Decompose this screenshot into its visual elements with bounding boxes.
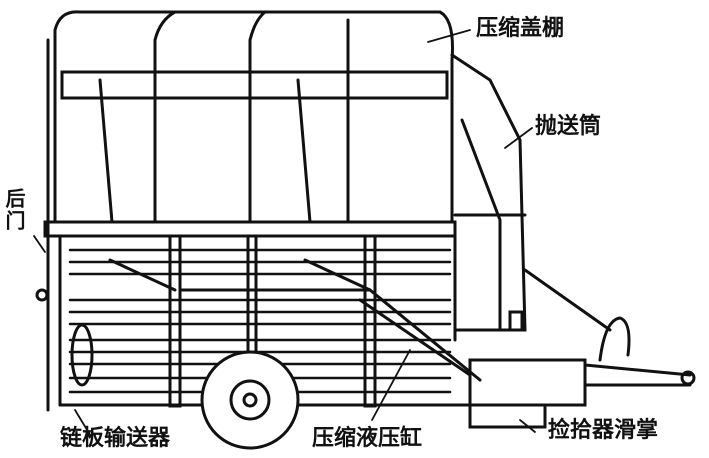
label-throwing-tube: 抛送筒 bbox=[535, 114, 602, 139]
compression-canopy bbox=[46, 10, 454, 412]
label-compression-canopy: 压缩盖棚 bbox=[476, 16, 565, 41]
leader-lines bbox=[33, 29, 536, 439]
label-compression-cylinder: 压缩液压缸 bbox=[312, 426, 423, 451]
wheel bbox=[200, 350, 300, 450]
label-rear-door: 后门 bbox=[2, 188, 26, 232]
chassis-hitch bbox=[468, 268, 696, 429]
throwing-tube bbox=[450, 53, 527, 332]
pickup-skid bbox=[468, 403, 547, 429]
label-chain-conveyor: 链板输送器 bbox=[60, 426, 171, 451]
label-pickup-skid: 捡拾器滑掌 bbox=[548, 418, 659, 443]
